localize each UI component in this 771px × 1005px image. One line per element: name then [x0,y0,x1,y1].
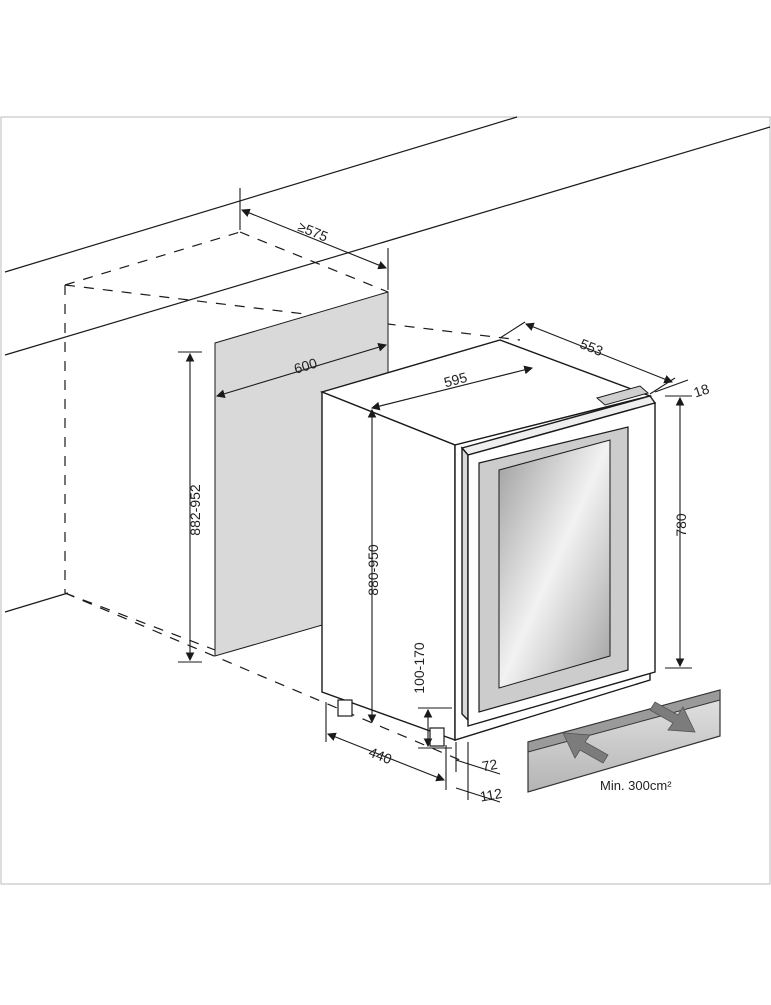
label-door-thickness: 18 [692,380,712,400]
top-vent [595,385,650,406]
label-plinth-height: 100-170 [411,642,427,694]
arrow-in-icon [562,732,609,764]
label-niche-height: 882-952 [187,484,203,536]
label-unit-height: 880-950 [365,544,381,596]
countertop-lines [4,116,771,613]
label-plinth-offset-b: 112 [479,785,504,805]
label-niche-depth: ≥575 [296,218,331,245]
label-unit-depth: 553 [578,335,606,359]
label-niche-width: 600 [292,355,319,377]
label-plinth-offset-a: 72 [481,756,499,774]
label-ventilation-area: Min. 300cm² [600,778,672,793]
outer-frame [0,116,771,885]
dimension-lines [178,188,692,803]
door [460,395,657,727]
arrow-out-icon [649,701,696,733]
label-door-height: 780 [673,513,689,537]
door-glass [498,439,611,689]
label-unit-width: 595 [442,369,469,391]
label-foot-depth: 440 [367,744,395,768]
